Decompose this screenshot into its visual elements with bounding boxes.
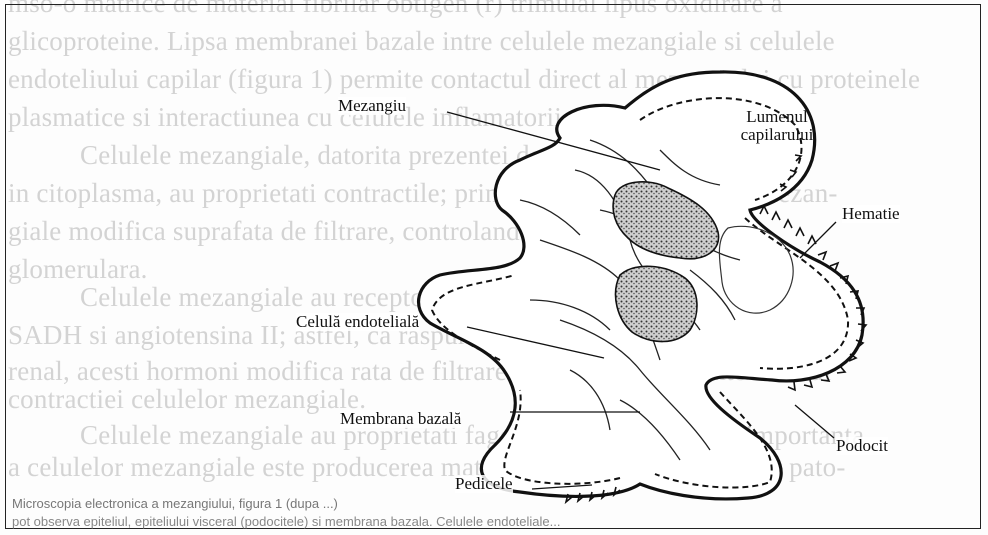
- label-basement-membrane: Membrana bazală: [340, 410, 461, 428]
- label-red-blood-cell: Hematie: [842, 205, 900, 223]
- label-endothelial-cell: Celulă endotelială: [296, 313, 419, 331]
- figure-caption-line-2: pot observa epiteliul, epiteliului visce…: [12, 514, 560, 529]
- label-capillary-lumen: Lumenul capilarului: [722, 108, 832, 144]
- figure-caption-line-1: Microscopia electronica a mezangiului, f…: [12, 496, 338, 511]
- label-mesangium: Mezangiu: [338, 97, 406, 115]
- label-pedicels: Pedicele: [455, 475, 513, 493]
- label-podocyte: Podocit: [836, 437, 888, 455]
